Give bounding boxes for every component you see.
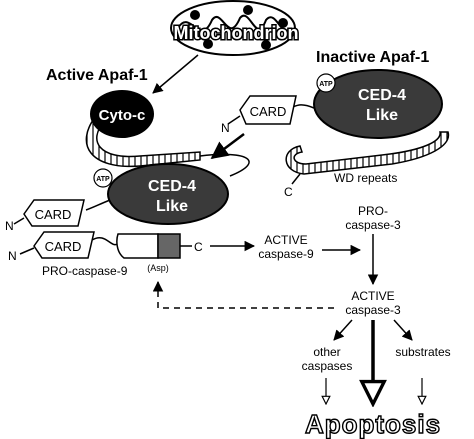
inactive-c-terminus: C — [284, 185, 293, 199]
active-like-label: Like — [156, 198, 188, 215]
inactive-atp-badge — [316, 73, 336, 93]
procaspase9-linker — [91, 237, 119, 246]
inactive-wd-repeats-label: WD repeats — [334, 171, 397, 185]
inactive-n-terminus: N — [221, 121, 230, 135]
procaspase9-c-terminus: C — [194, 240, 203, 254]
active-caspase9-line1: ACTIVE — [264, 233, 307, 247]
procaspase9: CARD N C (Asp) PRO-caspase-9 — [8, 231, 203, 278]
procaspase9-n-stub — [19, 247, 35, 255]
procaspase9-body — [116, 233, 159, 259]
arrow-mito-to-cytoc — [152, 54, 199, 94]
active-ced4-domain — [107, 163, 229, 225]
inactive-wd-repeats — [285, 131, 450, 175]
inactive-apaf1-title: Inactive Apaf-1 — [316, 49, 429, 66]
active-card-linker — [85, 199, 111, 211]
active-caspase9-line2: caspase-9 — [258, 247, 314, 261]
active-card-box — [23, 199, 85, 227]
active-apaf1-title: Active Apaf-1 — [46, 67, 148, 84]
active-n-stub — [13, 217, 25, 225]
other-caspases-line2: caspases — [302, 359, 353, 373]
arrow-to-other-caspases — [333, 319, 353, 341]
procaspase9-small-subunit — [157, 233, 181, 259]
other-caspases-line1: other — [313, 345, 340, 359]
inactive-like-label: Like — [366, 107, 398, 124]
active-apaf1: CED-4 Like ATP CARD N — [5, 163, 229, 233]
mitochondrion-label: Mitochondrion — [174, 23, 299, 43]
active-card-label: CARD — [35, 207, 72, 222]
active-ced4-label: CED-4 — [148, 178, 196, 195]
procaspase3-line2: caspase-3 — [345, 218, 401, 232]
active-caspase3-line1: ACTIVE — [351, 289, 394, 303]
procaspase9-card-label: CARD — [45, 239, 82, 254]
procaspase3-line1: PRO- — [358, 204, 388, 218]
active-atp-badge — [93, 168, 113, 188]
inactive-ced4-domain — [313, 69, 443, 139]
procaspase9-card-box — [33, 231, 95, 259]
active-atp-label: ATP — [96, 176, 110, 183]
inactive-card-label: CARD — [250, 104, 287, 119]
mitochondrion: Mitochondrion — [170, 0, 300, 56]
arrow-to-substrates — [393, 319, 413, 341]
cyto-c: Cyto-c — [90, 90, 154, 138]
inactive-atp-label: ATP — [319, 81, 333, 88]
substrates-label: substrates — [395, 345, 450, 359]
procaspase9-label: PRO-caspase-9 — [42, 264, 128, 278]
inactive-apaf1: CED-4 Like ATP CARD N C WD repeats — [221, 69, 450, 199]
cyto-c-label: Cyto-c — [99, 107, 146, 124]
apoptosis-label: Apoptosis — [305, 409, 441, 439]
active-caspase3-line2: caspase-3 — [345, 303, 401, 317]
procaspase9-n-terminus: N — [8, 249, 17, 263]
arrow-inactive-to-active — [210, 133, 245, 160]
feedback-dashed-arrow — [152, 280, 334, 309]
active-n-terminus: N — [5, 219, 14, 233]
inactive-c-stub — [291, 173, 301, 185]
inactive-ced4-label: CED-4 — [358, 87, 406, 104]
inactive-card-box — [239, 95, 297, 125]
inactive-n-stub — [227, 115, 241, 125]
procaspase9-asp-label: (Asp) — [147, 263, 169, 273]
